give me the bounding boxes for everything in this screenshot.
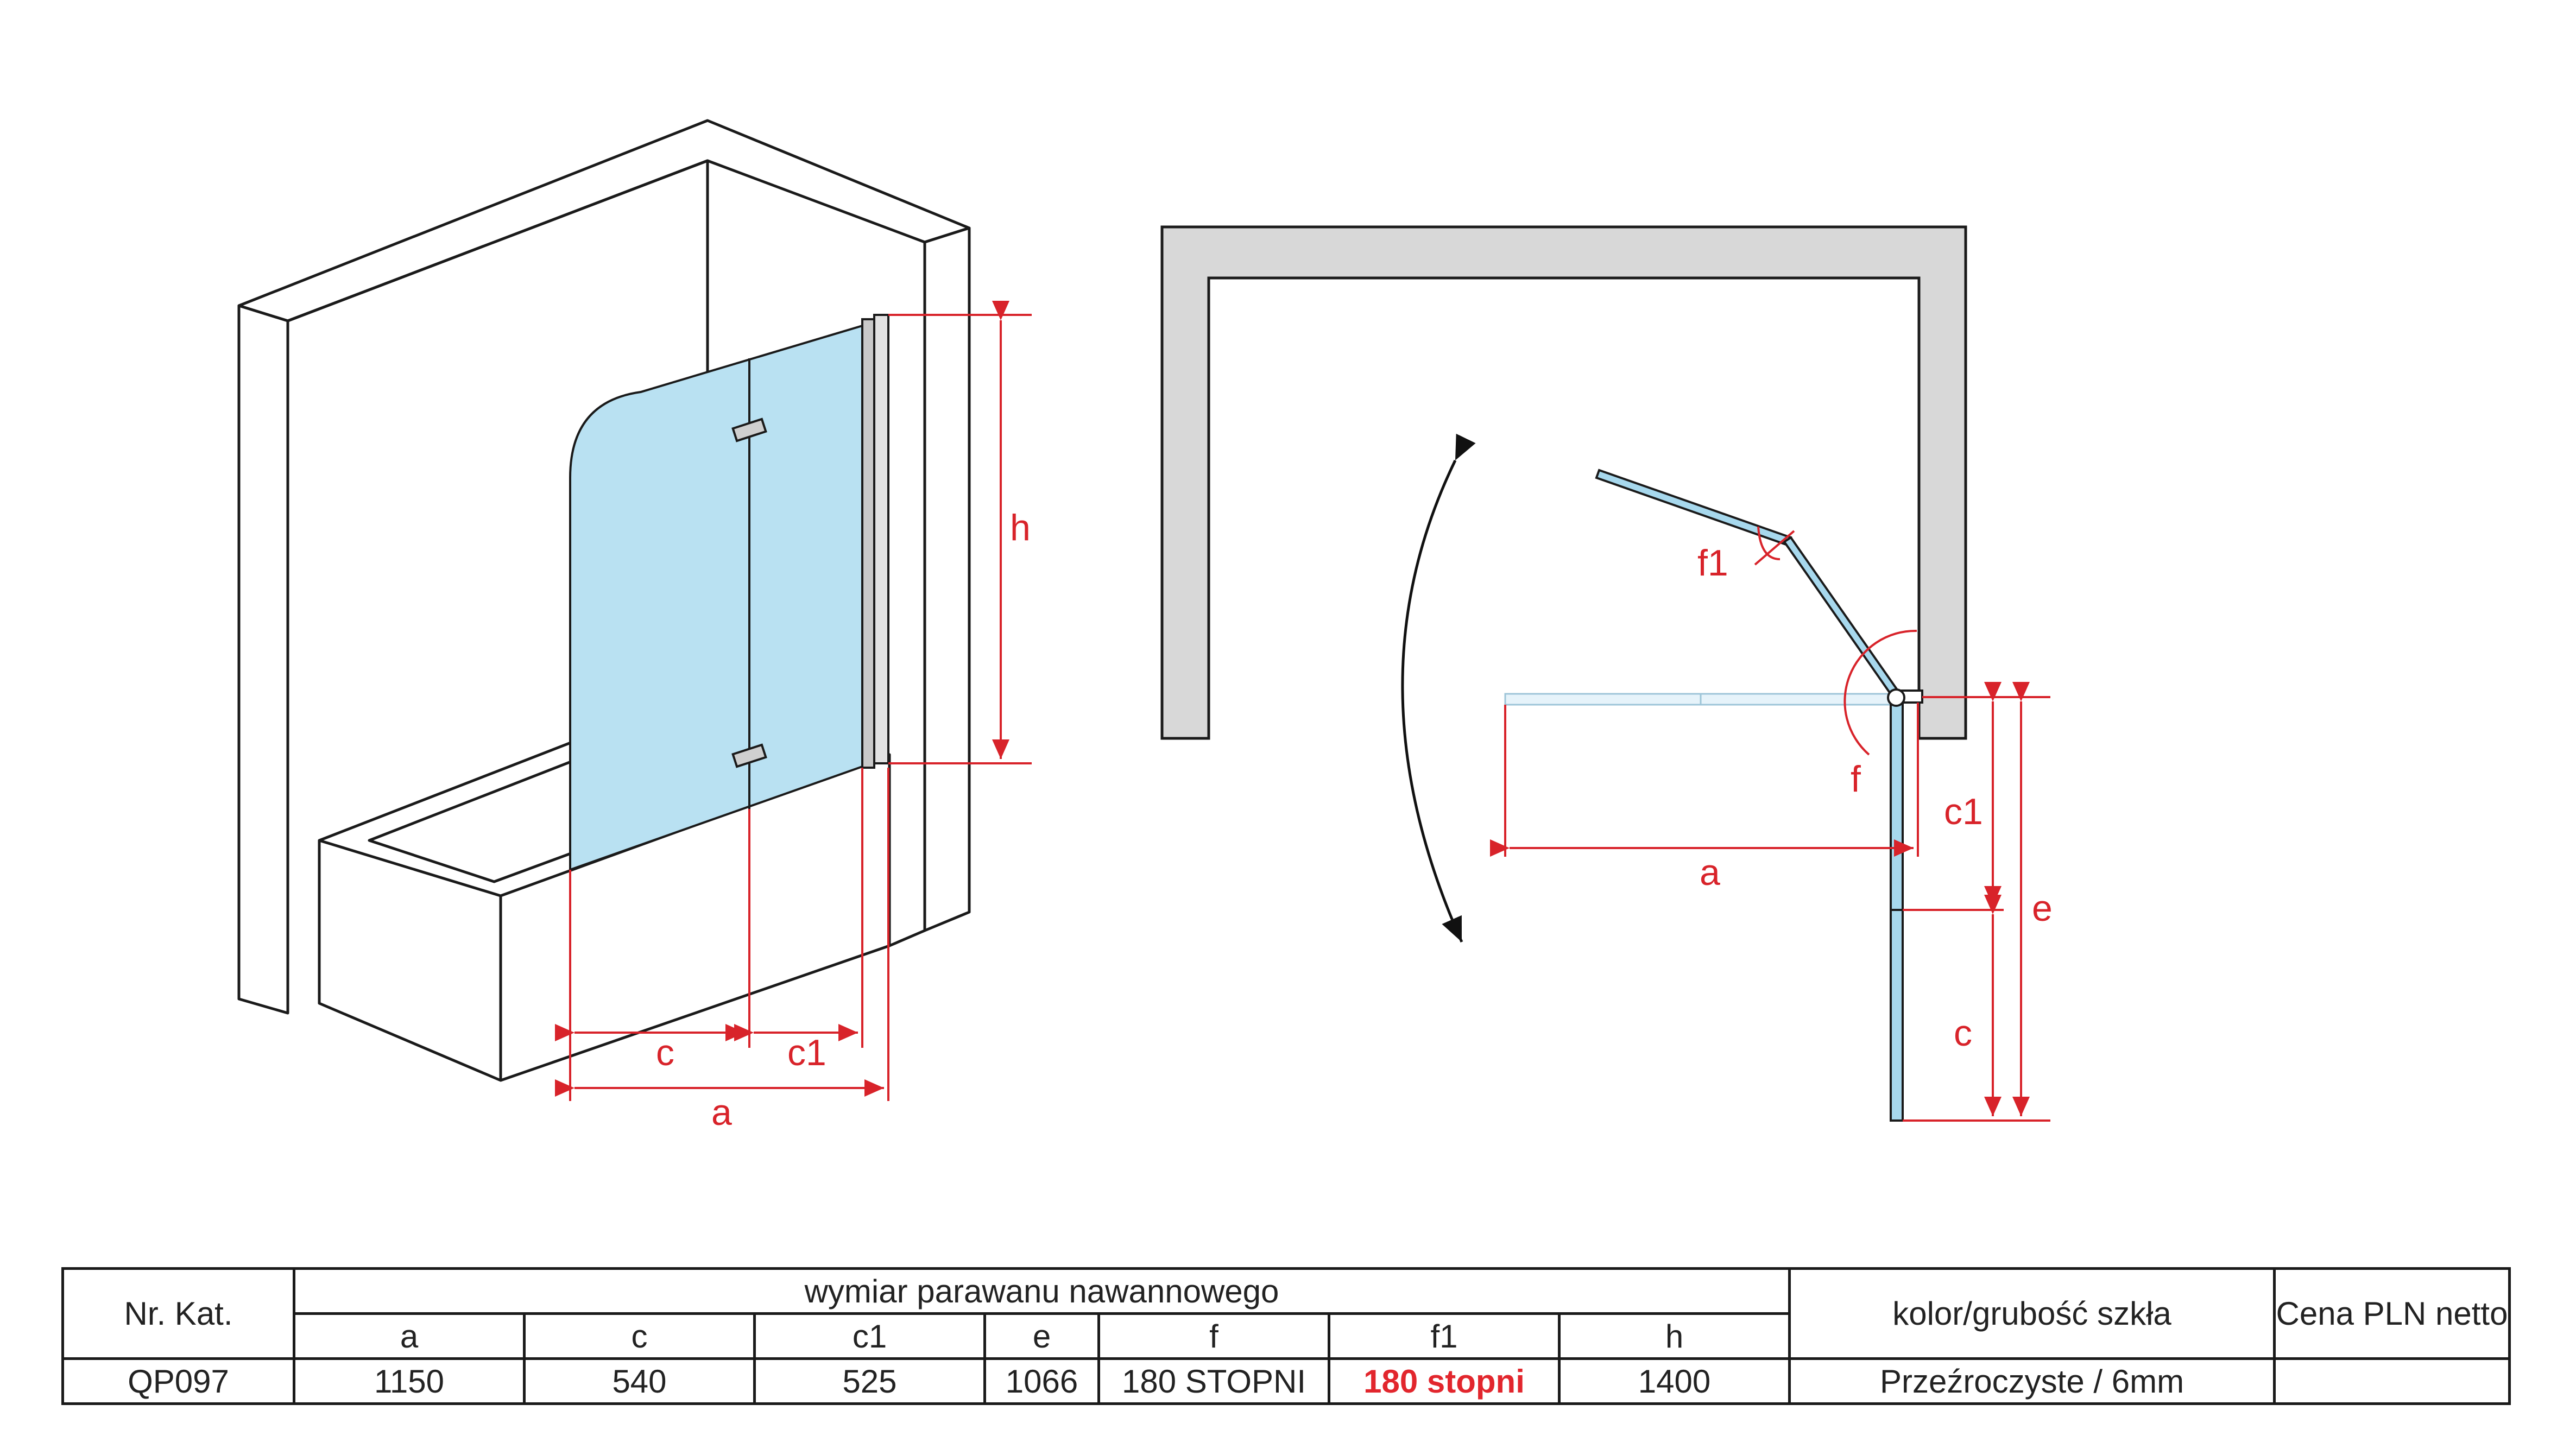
label-c-perspective: c [656, 1032, 674, 1073]
upper-hinge [731, 417, 767, 442]
label-c1-perspective: c1 [787, 1032, 826, 1073]
cell-a: 1150 [293, 1357, 526, 1405]
spec-table: Nr. Kat. wymiar parawanu nawannowego kol… [61, 1267, 2511, 1405]
header-kolor: kolor/grubość szkła [1788, 1267, 2276, 1360]
table-row: QP097 1150 540 525 1066 180 STOPNI 180 s… [61, 1357, 2511, 1405]
cell-c: 540 [523, 1357, 756, 1405]
angle-markers [1754, 526, 1917, 756]
swing-arrow [1401, 433, 1476, 943]
cell-cena [2273, 1357, 2511, 1405]
dimension-lines-perspective [555, 301, 1032, 1101]
column-header: h [1557, 1312, 1791, 1360]
cell-f1: 180 stopni [1328, 1357, 1561, 1405]
label-a-perspective: a [711, 1092, 732, 1133]
glass-screen [569, 314, 889, 871]
label-h-perspective: h [1010, 507, 1031, 548]
cell-f: 180 STOPNI [1097, 1357, 1330, 1405]
label-a-plan: a [1700, 852, 1720, 893]
column-header: c1 [753, 1312, 986, 1360]
label-f1-plan: f1 [1697, 542, 1728, 584]
perspective-view: h c c1 a [237, 119, 1032, 1133]
label-f-plan: f [1851, 758, 1861, 800]
header-nr-kat: Nr. Kat. [61, 1267, 295, 1360]
label-c-plan: c [1954, 1013, 1972, 1054]
cell-kolor: Przeźroczyste / 6mm [1788, 1357, 2276, 1405]
label-c1-plan: c1 [1944, 791, 1983, 832]
column-header: c [523, 1312, 756, 1360]
column-header: e [983, 1312, 1100, 1360]
plan-glass [1595, 469, 1923, 1122]
plan-wall [1160, 225, 1967, 740]
column-header: f1 [1328, 1312, 1561, 1360]
column-header: f [1097, 1312, 1330, 1360]
lower-hinge [731, 743, 767, 768]
bathroom-walls [237, 119, 971, 1015]
column-header: a [293, 1312, 526, 1360]
header-cena: Cena PLN netto [2273, 1267, 2511, 1360]
plan-view: f1 f a c1 e c [1160, 225, 2053, 1122]
dimension-lines-plan [1490, 682, 2050, 1122]
cell-e: 1066 [983, 1357, 1100, 1405]
header-wymiar: wymiar parawanu nawannowego [292, 1267, 1791, 1315]
label-e-plan: e [2032, 888, 2053, 929]
cell-h: 1400 [1557, 1357, 1791, 1405]
cell-c1: 525 [753, 1357, 986, 1405]
cell-nr-kat: QP097 [61, 1357, 295, 1405]
